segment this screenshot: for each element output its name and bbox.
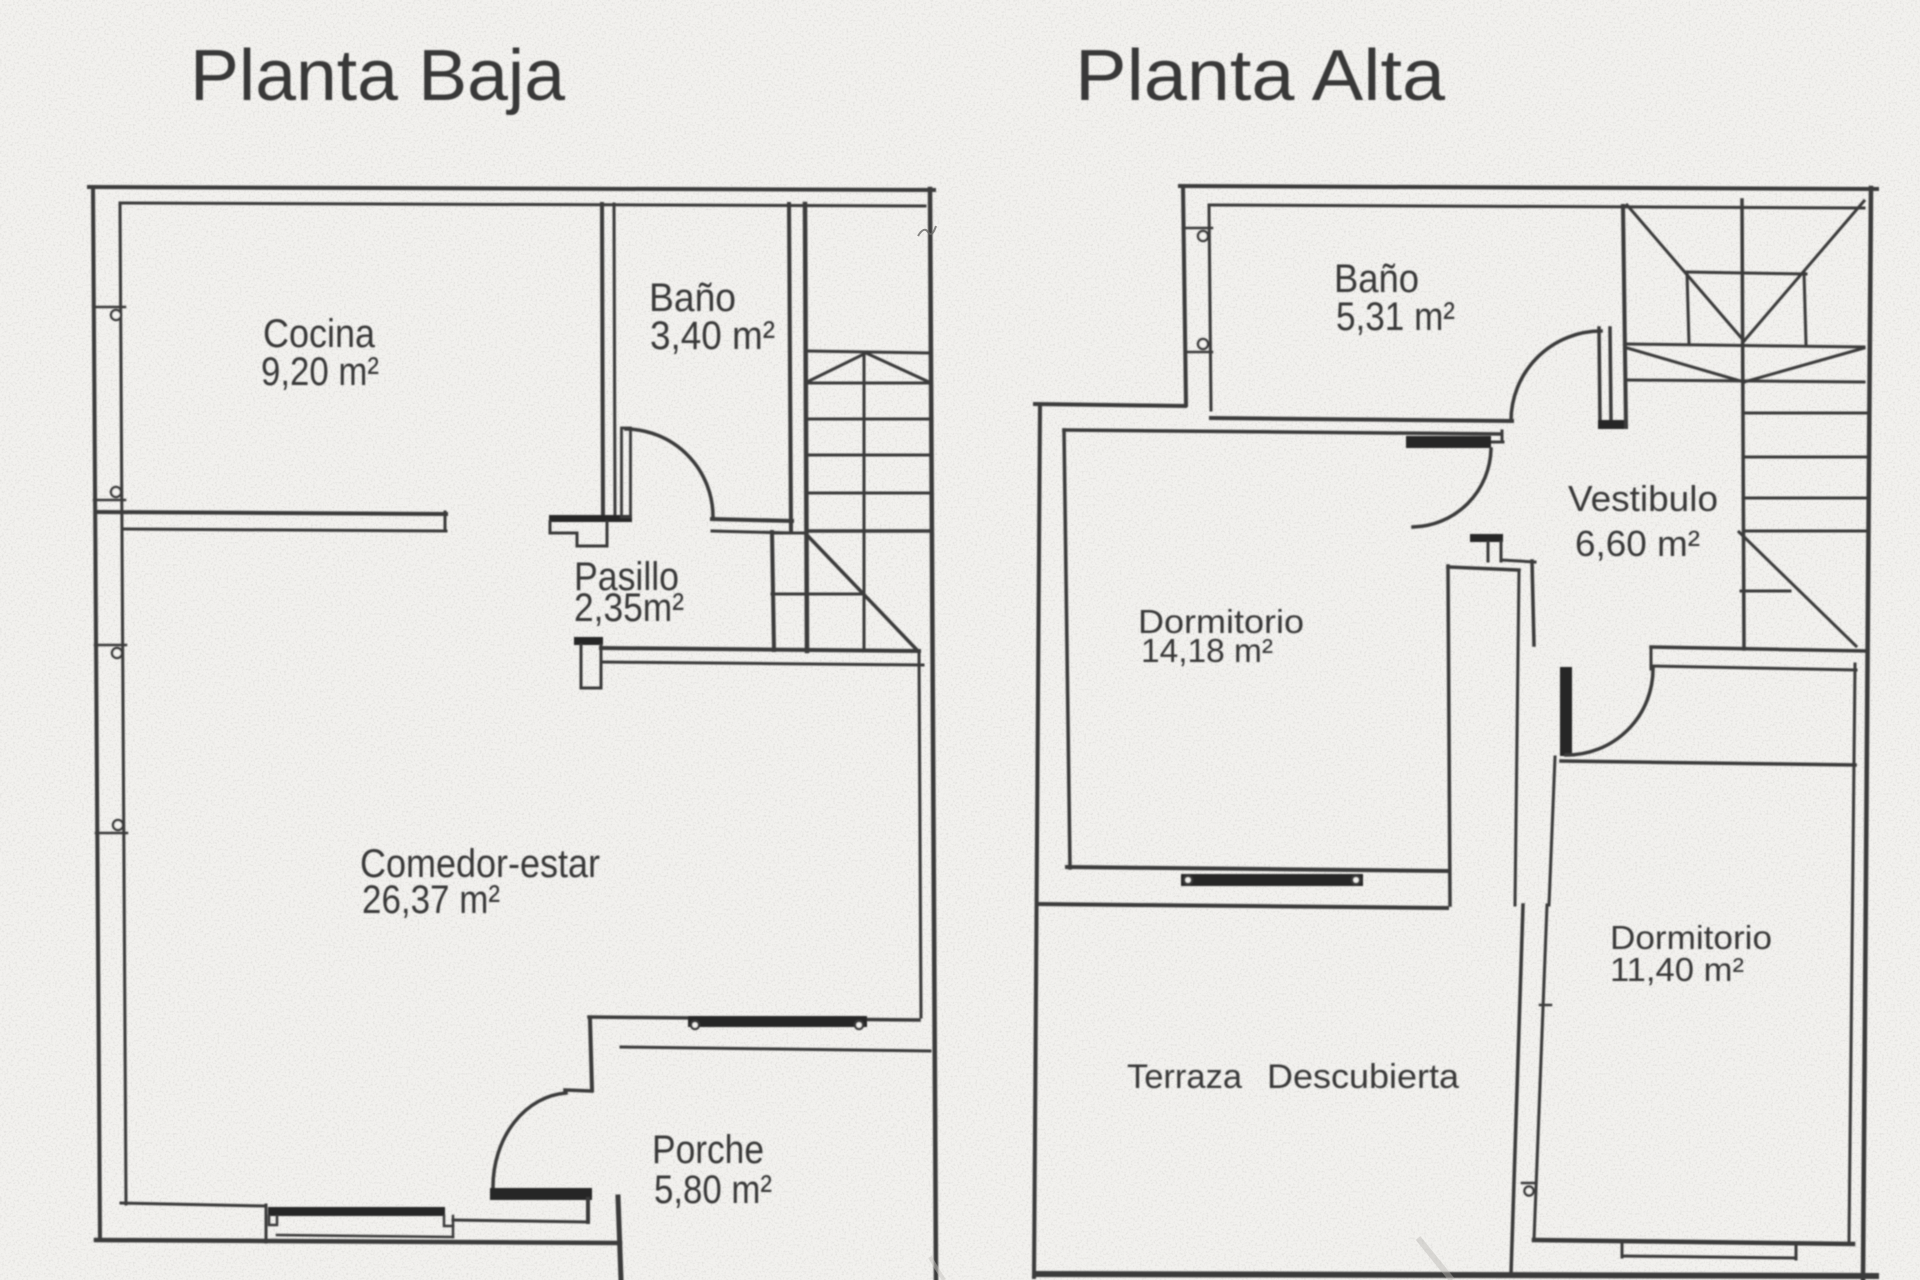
svg-text:Planta Baja: Planta Baja [190,36,566,116]
svg-text:Cocina: Cocina [263,312,376,356]
svg-text:Planta Alta: Planta Alta [1075,36,1446,116]
svg-text:5,31 m²: 5,31 m² [1336,295,1455,339]
svg-text:6,60 m²: 6,60 m² [1575,523,1700,564]
svg-text:11,40 m²: 11,40 m² [1610,951,1744,988]
svg-text:Descubierta: Descubierta [1267,1058,1459,1096]
svg-text:14,18 m²: 14,18 m² [1141,632,1273,669]
svg-text:2,35m²: 2,35m² [574,586,684,630]
svg-text:Dormitorio: Dormitorio [1610,919,1772,956]
svg-text:9,20 m²: 9,20 m² [261,350,379,394]
svg-text:26,37 m²: 26,37 m² [362,878,500,922]
svg-text:3,40 m²: 3,40 m² [650,314,775,358]
svg-text:Baño: Baño [649,276,736,320]
svg-text:Pasillo: Pasillo [574,555,679,599]
svg-text:Comedor-estar: Comedor-estar [360,842,600,886]
svg-text:Vestibulo: Vestibulo [1568,478,1718,519]
svg-text:Dormitorio: Dormitorio [1138,603,1304,640]
svg-text:5,80 m²: 5,80 m² [654,1168,772,1212]
svg-text:Terraza: Terraza [1127,1058,1242,1096]
svg-text:Baño: Baño [1334,257,1419,301]
svg-text:Porche: Porche [652,1128,764,1172]
